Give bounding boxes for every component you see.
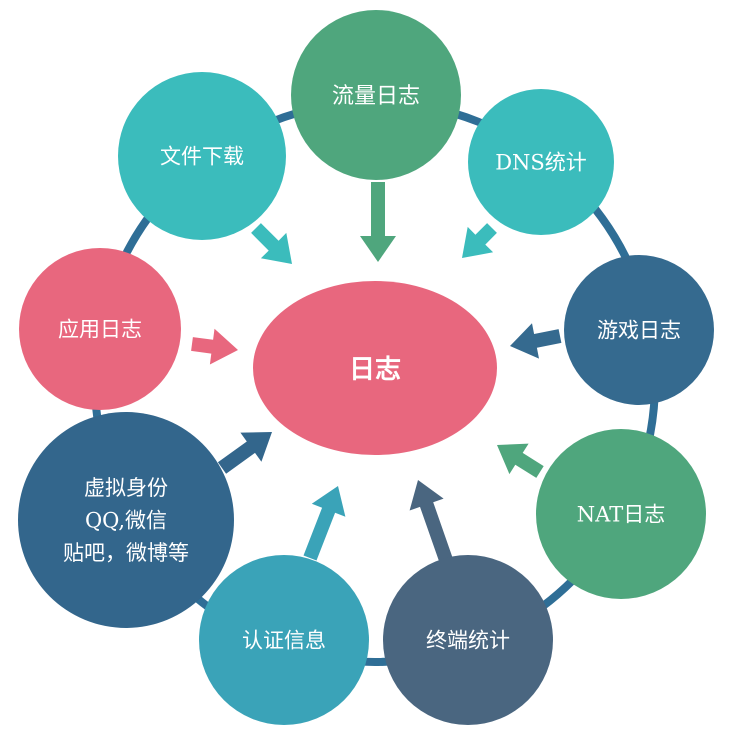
node-dns-stats: DNS统计 [468, 89, 614, 235]
game-log-arrow [510, 323, 562, 359]
auth-info-arrow [303, 486, 346, 561]
auth-info-label-line: 认证信息 [242, 629, 326, 653]
node-nat-log: NAT日志 [536, 429, 706, 599]
file-download-arrow [251, 223, 292, 264]
nat-log-arrow [497, 443, 544, 478]
virtual-identity-label-line: QQ,微信 [85, 509, 167, 533]
app-log-circle [19, 248, 181, 410]
traffic-log-arrow [360, 182, 396, 262]
dns-stats-circle [468, 89, 614, 235]
game-log-label-line: 游戏日志 [597, 319, 681, 343]
nat-log-circle [536, 429, 706, 599]
terminal-stats-arrow [409, 480, 453, 563]
traffic-log-circle [291, 10, 461, 180]
node-auth-info: 认证信息 [199, 555, 369, 725]
node-terminal-stats: 终端统计 [383, 555, 553, 725]
terminal-stats-label-line: 终端统计 [426, 629, 510, 653]
dns-stats-label-line: DNS统计 [495, 151, 587, 175]
node-traffic-log: 流量日志 [291, 10, 461, 180]
traffic-log-label-line: 流量日志 [332, 84, 420, 109]
arrow-group [191, 182, 562, 563]
node-app-log: 应用日志 [19, 248, 181, 410]
virtual-identity-arrow [217, 432, 272, 474]
virtual-identity-label-line: 贴吧，微博等 [63, 541, 189, 565]
file-download-circle [118, 72, 286, 240]
virtual-identity-label-line: 虚拟身份 [84, 476, 168, 500]
file-download-label-line: 文件下载 [160, 145, 244, 169]
game-log-circle [564, 255, 714, 405]
app-log-arrow [191, 328, 238, 365]
nat-log-label-line: NAT日志 [577, 503, 665, 527]
auth-info-circle [199, 555, 369, 725]
node-file-download: 文件下载 [118, 72, 286, 240]
app-log-label-line: 应用日志 [58, 318, 142, 342]
terminal-stats-circle [383, 555, 553, 725]
node-game-log: 游戏日志 [564, 255, 714, 405]
virtual-identity-circle [18, 412, 234, 628]
dns-stats-arrow [462, 223, 497, 258]
center-log-label: 日志 [349, 355, 401, 385]
center-group: 日志 [253, 281, 497, 455]
center-log-ellipse [253, 281, 497, 455]
